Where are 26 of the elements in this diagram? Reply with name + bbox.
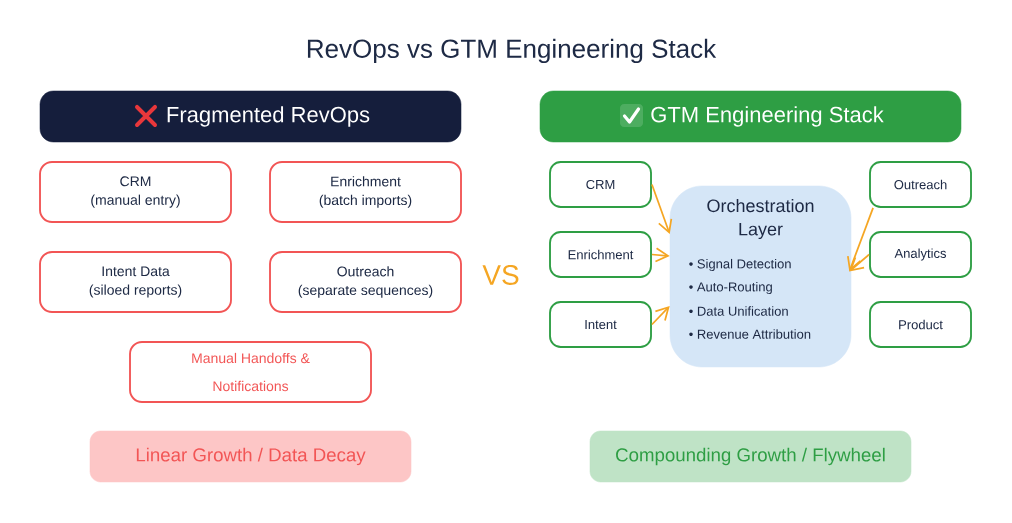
component-box: CRM [549, 161, 652, 208]
title: RevOps vs GTM Engineering Stack [307, 38, 717, 64]
header-banner: Fragmented RevOps [39, 90, 462, 143]
bullet-item: • Revenue Attribution [689, 329, 811, 339]
component-box: Intent [549, 301, 652, 348]
bullet-item: • Auto-Routing [689, 281, 772, 295]
bullet-item: • Data Unification [689, 306, 788, 316]
bullet-item: • Signal Detection [689, 258, 791, 272]
component-box: Product [869, 301, 972, 348]
arrow [651, 247, 670, 263]
arrow [847, 207, 874, 272]
component-box: Intent Data (siloed reports) [39, 251, 232, 313]
outcome-banner: Compounding Growth / Flywheel [589, 430, 912, 483]
component-box: Enrichment [549, 231, 652, 278]
component-box: Outreach [869, 161, 972, 208]
component-box: Analytics [869, 231, 972, 278]
header-banner: GTM Engineering Stack [539, 90, 962, 143]
component-box: CRM (manual entry) [39, 161, 232, 223]
vs-label: VS [482, 265, 519, 285]
arrow [849, 253, 870, 272]
arrow [651, 306, 670, 326]
component-box: Enrichment (batch imports) [269, 161, 462, 223]
outcome-banner: Linear Growth / Data Decay [89, 430, 412, 483]
component-box: Outreach (separate sequences) [269, 251, 462, 313]
component-box: Manual Handoffs & Notifications [129, 341, 372, 403]
arrow [651, 183, 673, 234]
